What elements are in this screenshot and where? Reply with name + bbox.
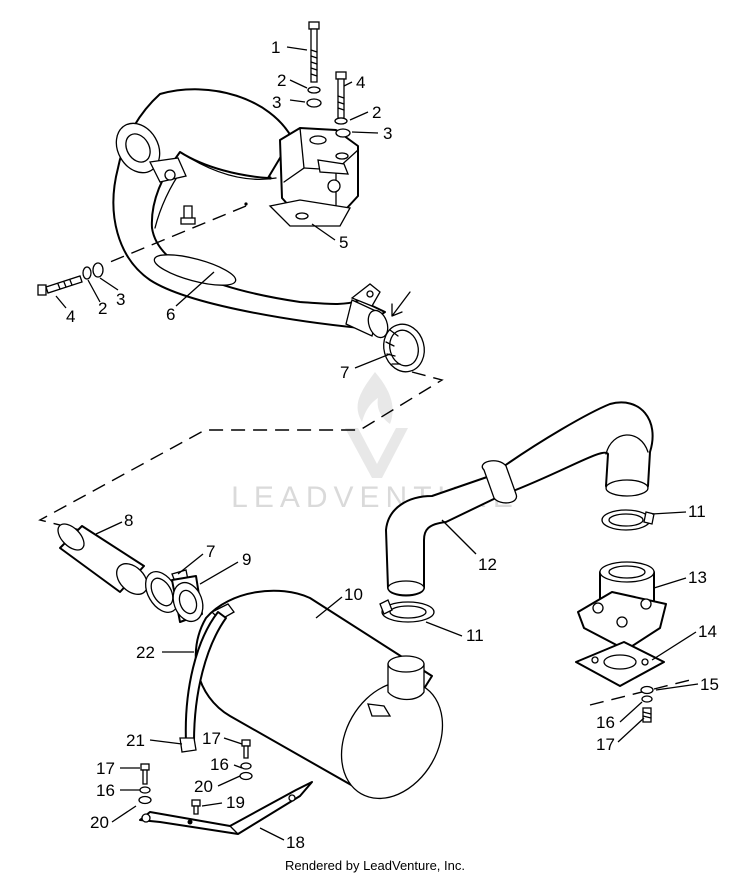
watermark-v-icon [345,428,408,478]
callout-16: 16 [596,713,615,732]
callout-4: 4 [66,307,75,326]
clamp-part-11-right [601,509,655,531]
sleeve-part-9 [171,575,204,623]
callout-14: 14 [698,622,717,641]
callout-15: 15 [700,675,719,694]
callout-17: 17 [202,729,221,748]
callout-16: 16 [210,755,229,774]
callout-5: 5 [339,233,348,252]
callout-3: 3 [272,93,281,112]
bracket-part-21 [179,737,197,753]
callout-13: 13 [688,568,707,587]
callout-4: 4 [356,73,365,92]
callout-12: 12 [478,555,497,574]
callout-8: 8 [124,511,133,530]
callout-20: 20 [90,813,109,832]
credit-text: Rendered by LeadVenture, Inc. [285,858,465,873]
bolt-parts-16-17-20-center [239,739,253,781]
outlet-flange-part-13 [577,561,667,651]
coupler-part-8 [57,523,148,595]
callout-labels: 1 2 3 4 2 3 5 4 2 3 6 7 8 7 9 10 11 12 1… [66,38,719,852]
callout-2: 2 [98,299,107,318]
inspection-arrow-icon [391,291,411,317]
callout-17: 17 [96,759,115,778]
strap-part-22 [184,611,227,743]
callout-11: 11 [688,502,706,521]
callout-20: 20 [194,777,213,796]
callout-7: 7 [206,542,215,561]
bolt-parts-16-17-20-left [138,763,152,805]
callout-16: 16 [96,781,115,800]
watermark-flame-icon [357,372,393,424]
mounting-plate-part-18 [139,781,313,835]
callout-3: 3 [383,124,392,143]
bolt-part-4-upper [335,71,347,119]
callout-7: 7 [340,363,349,382]
bolt-part-1 [308,21,320,83]
callout-1: 1 [271,38,280,57]
callout-19: 19 [226,793,245,812]
assembly-dashed-lines [38,205,691,706]
callout-17: 17 [596,735,615,754]
exhaust-manifold-part-5 [268,127,359,227]
callout-22: 22 [136,643,155,662]
muffler-part-10 [194,589,444,800]
clamp-part-7-upper [383,323,425,373]
callout-10: 10 [344,585,363,604]
callout-11: 11 [466,626,484,645]
washer-parts-2-3-upper [306,86,351,138]
gasket-part-14 [575,641,665,687]
callout-9: 9 [242,550,251,569]
callout-2: 2 [372,103,381,122]
callout-21: 21 [126,731,145,750]
bolt-part-19 [191,799,201,815]
leader-lines [55,46,699,841]
expansion-chamber-part-6 [112,88,389,339]
callout-6: 6 [166,305,175,324]
tailpipe-part-12 [385,401,654,597]
clamp-part-11-left [379,599,435,623]
callout-3: 3 [116,290,125,309]
bolt-part-4-side [37,262,104,296]
bolt-parts-15-16-17-right [640,685,654,723]
callout-2: 2 [277,71,286,90]
callout-18: 18 [286,833,305,852]
